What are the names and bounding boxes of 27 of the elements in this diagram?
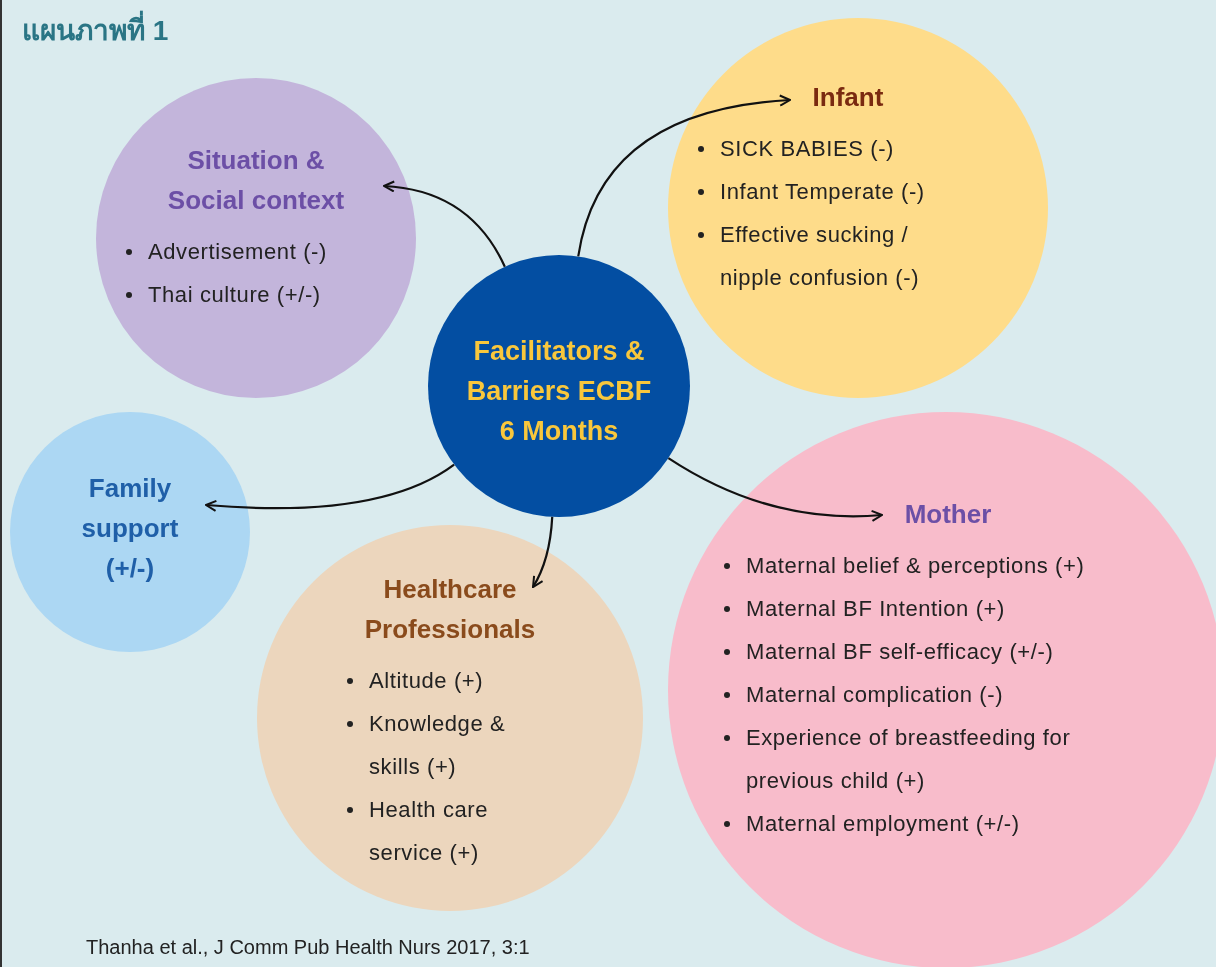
bullet-text: Maternal employment (+/-) [746, 810, 1021, 838]
bullet-text: Knowledge & skills (+) [369, 710, 507, 781]
arrow [205, 463, 455, 512]
bullet-text: SICK BABIES (-) [720, 135, 896, 163]
diagram-title: แผนภาพที่ 1 [22, 8, 169, 52]
arrow [667, 457, 883, 522]
bullet-text: Effective sucking / nipple confusion (-) [720, 221, 921, 292]
bullet-text: Thai culture (+/-) [148, 281, 322, 309]
topic-heading: Mother [903, 498, 993, 531]
bullet-text: Infant Temperate (-) [720, 178, 926, 206]
bullet-text: Maternal belief & perceptions (+) [746, 552, 1086, 580]
bullet-text: Maternal BF self-efficacy (+/-) [746, 638, 1055, 666]
bullet-text: Advertisement (-) [148, 238, 328, 266]
bullet-text: Maternal complication (-) [746, 681, 1005, 709]
arrow [383, 180, 506, 268]
arrow [577, 94, 791, 257]
bullet-text: Experience of breastfeeding for previous child (+) [746, 724, 1072, 795]
topic-heading: Facilitators & Barriers ECBF 6 Months [465, 335, 653, 448]
topic-heading: Healthcare Professionals [363, 573, 537, 646]
citation-caption: Thanha et al., J Comm Pub Health Nurs 2017, 3:1 [86, 936, 530, 959]
bullet-text: Maternal BF Intention (+) [746, 595, 1006, 623]
bullet-text: Health care service (+) [369, 796, 490, 867]
arrow [532, 516, 554, 588]
topic-heading: Situation & Social context [166, 144, 346, 217]
bullet-text: Altitude (+) [369, 667, 485, 695]
topic-heading: Family support (+/-) [80, 472, 180, 585]
topic-heading: Infant [811, 81, 885, 114]
